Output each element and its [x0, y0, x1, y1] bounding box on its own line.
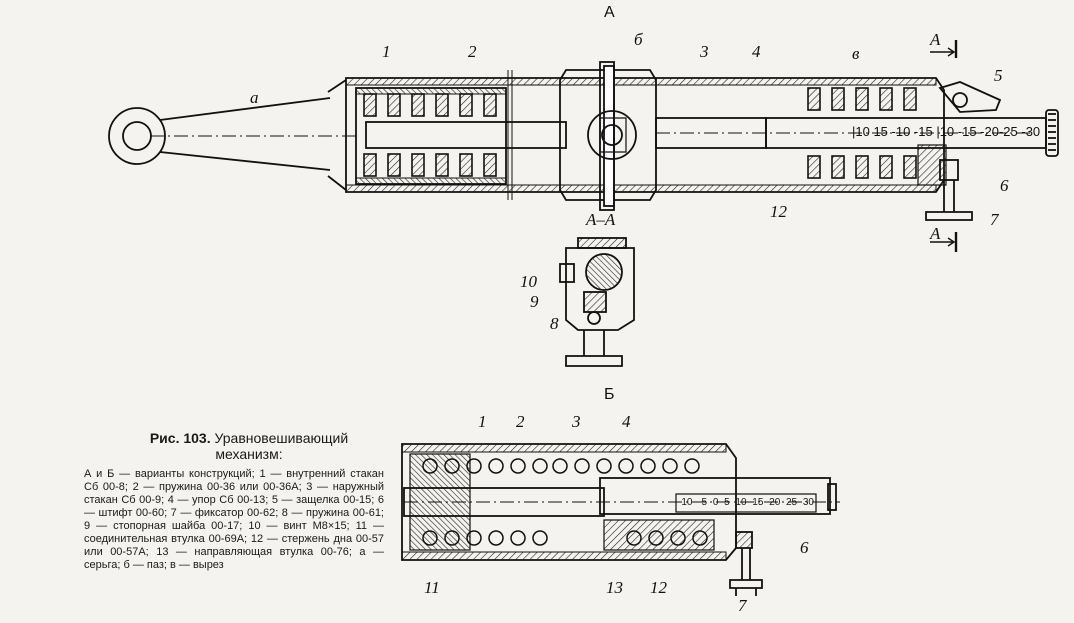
- knob: [1045, 109, 1059, 157]
- label-a-1: 1: [382, 42, 391, 61]
- fixer-head: [925, 211, 973, 221]
- label-sec-9: 9: [530, 292, 539, 311]
- label-b-3: 3: [572, 412, 581, 431]
- caption-fig-number: Рис. 103.: [149, 430, 211, 446]
- label-b-12: 12: [650, 578, 667, 597]
- caption-title-line2: механизм:: [215, 446, 283, 462]
- pin: [939, 159, 959, 181]
- view-a-drawing: [108, 40, 1059, 252]
- label-sec-8: 8: [550, 314, 559, 333]
- label-b-2: 2: [516, 412, 525, 431]
- scale-b-tick: 0: [712, 497, 719, 508]
- section-title: А–А: [586, 210, 616, 229]
- scale-b-box: [675, 493, 817, 513]
- section-a-a-drawing: [559, 237, 635, 367]
- spring-b-top: [422, 458, 700, 474]
- scale-b-tick: 20: [769, 497, 781, 508]
- slot-b: [587, 110, 637, 160]
- label-a-2: 2: [468, 42, 477, 61]
- label-a-12: 12: [770, 202, 787, 221]
- view-b-drawing: [401, 443, 840, 596]
- scale-b-tick: 15: [752, 497, 764, 508]
- label-a-4: 4: [752, 42, 761, 61]
- lug-arm: [159, 97, 331, 171]
- spring-left: [363, 93, 497, 177]
- label-a-b: б: [634, 30, 643, 49]
- label-b-1: 1: [478, 412, 487, 431]
- label-a-6: 6: [1000, 176, 1009, 195]
- label-a-lug: а: [250, 88, 259, 107]
- scale-b-tick: 30: [802, 497, 814, 508]
- view-b-title: Б: [604, 386, 615, 403]
- label-b-11: 11: [424, 578, 440, 597]
- spring-right: [807, 87, 917, 179]
- label-b-6: 6: [800, 538, 809, 557]
- latch: [938, 81, 1002, 113]
- scale-b-tick: -5: [698, 497, 708, 508]
- label-a-7: 7: [990, 210, 999, 229]
- caption-body: А и Б — варианты конструкций; 1 — внутре…: [84, 468, 384, 571]
- section-mark-bottom: А: [930, 224, 941, 243]
- scale-b: -10 -5 0 5 10 15 20 25 30: [678, 495, 814, 511]
- scale-b-tick: 10: [735, 497, 747, 508]
- lug-eye-outer: [108, 107, 166, 165]
- middle-coupling: [559, 69, 657, 201]
- scale-b-tick: 25: [786, 497, 798, 508]
- caption-title: Рис. 103. Уравновешивающий механизм:: [84, 430, 384, 462]
- label-a-5: 5: [994, 66, 1003, 85]
- label-sec-10: 10: [520, 272, 537, 291]
- label-a-v: в: [852, 44, 860, 63]
- fixer-stem: [943, 180, 955, 212]
- label-a-3: 3: [700, 42, 709, 61]
- central-rod: [365, 121, 567, 149]
- lug-eye-inner: [122, 121, 152, 151]
- scale-b-tick: -10: [678, 497, 693, 508]
- label-b-13: 13: [606, 578, 623, 597]
- stop-b: [599, 477, 831, 515]
- label-b-4: 4: [622, 412, 631, 431]
- view-a-title: А: [604, 4, 615, 21]
- caption-title-line1: Уравновешивающий: [214, 430, 349, 446]
- label-b-7: 7: [738, 596, 747, 615]
- section-mark-top: А: [930, 30, 941, 49]
- scale-b-tick: 5: [724, 497, 730, 508]
- scale-a: |10 15 -10 -15 |10 -15 -20-25 -30: [852, 124, 1041, 139]
- figure-caption: Рис. 103. Уравновешивающий механизм: А и…: [84, 430, 384, 572]
- guide-sleeve: [603, 519, 715, 551]
